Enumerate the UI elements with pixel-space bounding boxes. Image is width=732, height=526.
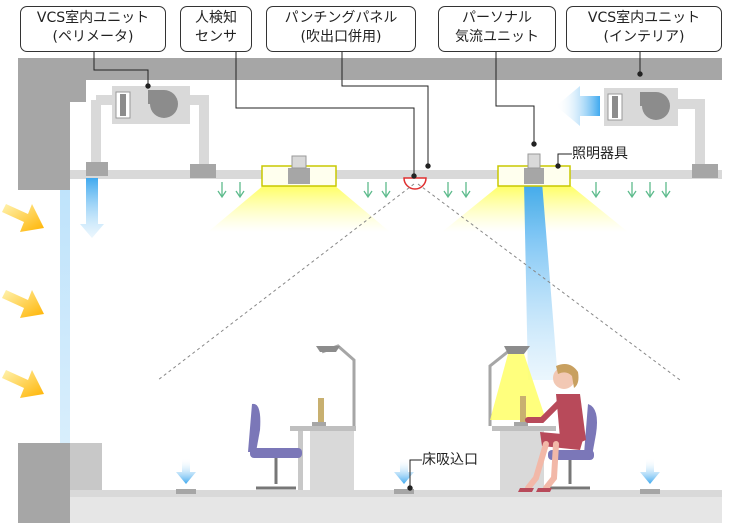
floor-slab xyxy=(70,497,722,523)
roof-slab xyxy=(18,58,722,80)
light-fixture-left xyxy=(261,155,337,187)
vent-arrow xyxy=(443,182,453,199)
callout-vcs-interior: VCS室内ユニット (インテリア) xyxy=(566,6,722,52)
perimeter-duct-left xyxy=(91,95,112,170)
sunlight-arrows xyxy=(2,204,44,398)
desk-lamp-right xyxy=(488,348,511,426)
vent-arrow xyxy=(645,182,655,199)
perimeter-downflow-arrow xyxy=(80,178,104,238)
chair-left xyxy=(248,403,302,490)
worker-chair-back xyxy=(584,404,597,456)
leader-vcs-perimeter xyxy=(93,52,149,86)
callout-punching-panel: パンチングパネル (吹出口併用) xyxy=(266,6,416,52)
label-lighting: 照明器具 xyxy=(572,145,628,163)
worker-hair xyxy=(556,364,579,388)
vent-arrow xyxy=(627,182,637,199)
sun-arrow xyxy=(2,370,44,398)
leader-punching-panel xyxy=(341,52,429,166)
floor-intakes xyxy=(176,458,660,494)
perimeter-outlet xyxy=(86,162,108,176)
callout-personal-unit: パーソナル 気流ユニット xyxy=(438,6,556,52)
personal-airflow-beam xyxy=(524,182,558,380)
vent-arrow xyxy=(461,182,471,199)
vent-arrow xyxy=(235,182,245,199)
leader-lighting xyxy=(557,153,572,166)
seated-worker xyxy=(518,364,597,492)
worker-skirt xyxy=(540,432,584,450)
personal-airflow-unit xyxy=(497,153,571,187)
desk-lamp-light xyxy=(490,354,546,420)
worker-arm xyxy=(525,399,563,423)
human-sensor xyxy=(157,177,681,381)
perimeter-column-top xyxy=(18,58,70,190)
callout-vcs-perimeter: VCS室内ユニット (ペリメータ) xyxy=(20,6,166,52)
leader-human-sensor xyxy=(235,52,415,176)
window-glass xyxy=(60,190,70,443)
desk-left xyxy=(290,344,356,490)
vent-arrow xyxy=(661,182,671,199)
ceiling-line xyxy=(70,170,722,179)
worker-leg xyxy=(525,441,549,491)
vent-arrow xyxy=(217,182,227,199)
monitor-right xyxy=(520,396,526,426)
sill-block xyxy=(70,443,102,493)
leader-personal-unit xyxy=(495,52,535,144)
perimeter-return xyxy=(190,164,216,178)
vent-arrow xyxy=(591,182,601,199)
vcs-interior-unit xyxy=(556,86,718,178)
monitor-left xyxy=(318,398,324,426)
perimeter-duct-right xyxy=(188,95,209,170)
interior-return xyxy=(692,164,718,178)
desk-lamp-left xyxy=(321,344,356,426)
light-cone-left xyxy=(208,185,390,232)
label-floor-intake: 床吸込口 xyxy=(422,451,478,469)
sensor-range-right xyxy=(417,183,681,381)
punching-panel-vents xyxy=(217,182,671,199)
beam-corner xyxy=(60,80,86,102)
building-structure xyxy=(18,58,722,523)
leader-floor-intake xyxy=(409,459,422,488)
interior-intake-arrow xyxy=(556,86,600,126)
callout-human-sensor: 人検知 センサ xyxy=(180,6,252,52)
vcs-perimeter-unit xyxy=(86,86,216,178)
perimeter-column-bottom xyxy=(18,443,70,523)
sun-arrow xyxy=(2,204,44,232)
leader-lines xyxy=(93,52,643,491)
vent-arrow xyxy=(381,182,391,199)
vent-arrow xyxy=(363,182,373,199)
worker-body xyxy=(556,394,586,446)
sun-arrow xyxy=(2,290,44,318)
desk-right xyxy=(488,346,556,490)
